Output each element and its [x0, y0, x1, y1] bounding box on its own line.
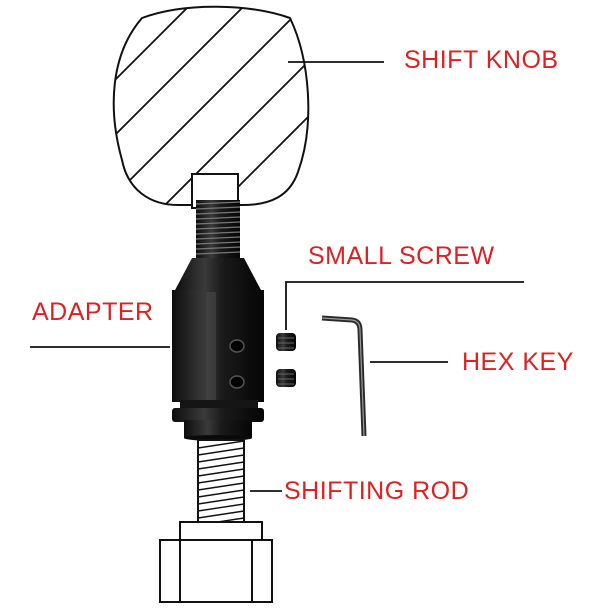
- small-screws: [276, 333, 296, 387]
- adapter: [172, 200, 264, 441]
- leader-lines: [30, 61, 524, 492]
- label-shifting-rod: SHIFTING ROD: [284, 477, 470, 505]
- label-hex-key: HEX KEY: [462, 348, 574, 376]
- label-adapter: ADAPTER: [32, 298, 154, 326]
- hex-key: [321, 315, 367, 437]
- label-shift-knob: SHIFT KNOB: [404, 46, 559, 74]
- label-small-screw: SMALL SCREW: [308, 242, 495, 270]
- shifting-rod: [159, 439, 273, 603]
- shift-knob: [112, 5, 310, 209]
- leader-small-screw: [285, 281, 524, 330]
